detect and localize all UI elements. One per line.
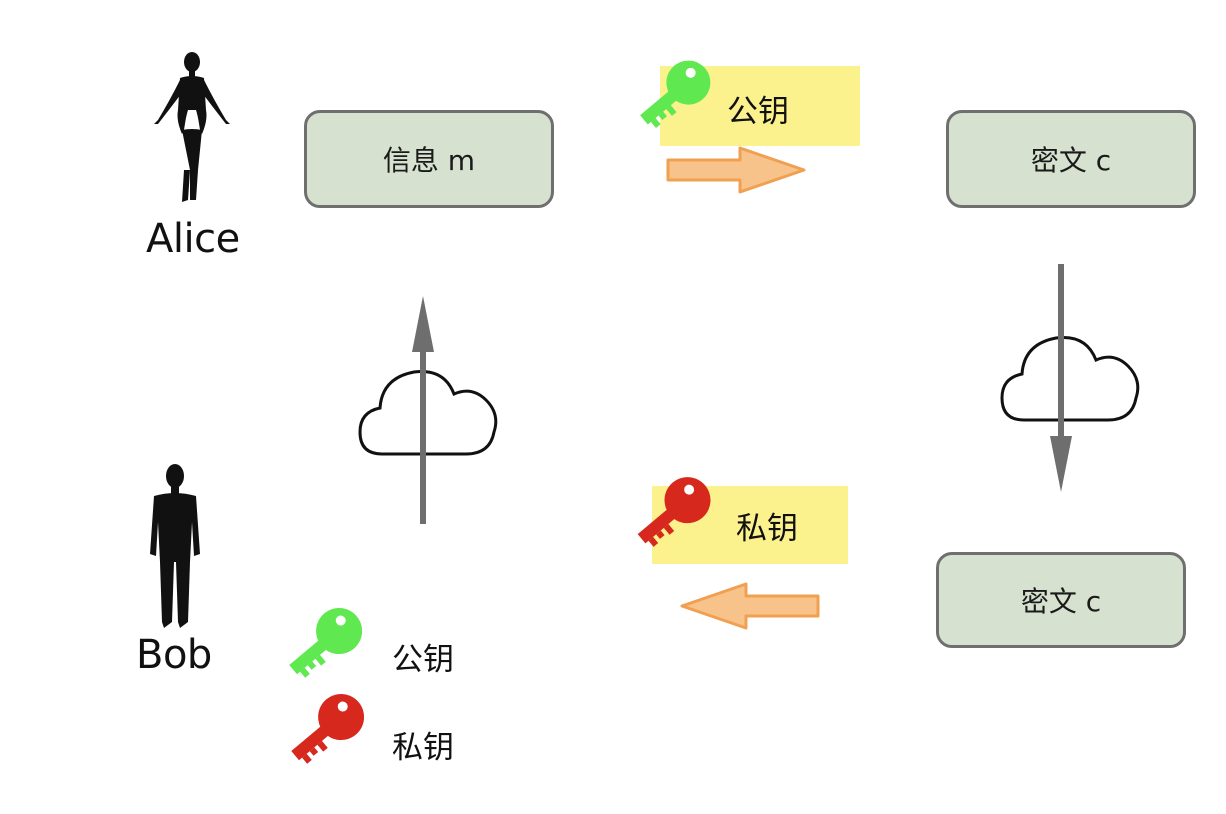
transmit-down-arrow <box>1050 264 1072 492</box>
alice-name: Alice <box>146 216 240 262</box>
public-key-icon <box>640 60 711 129</box>
ciphertext-top-label: 密文 c <box>1030 144 1112 177</box>
ciphertext-box-bottom: 密文 c <box>936 552 1186 648</box>
encrypt-arrow <box>666 146 806 194</box>
legend-private-key-icon <box>291 694 365 764</box>
private-key-icon <box>637 477 711 547</box>
ciphertext-bottom-label: 密文 c <box>1020 585 1102 618</box>
message-box: 信息 m <box>304 110 554 208</box>
legend-public-key-icon <box>289 608 363 678</box>
decrypt-arrow <box>680 582 820 630</box>
bob-name: Bob <box>136 632 212 678</box>
legend-private-key-label: 私钥 <box>392 730 454 766</box>
alice-silhouette-icon <box>154 52 230 202</box>
legend-public-key-label: 公钥 <box>392 642 454 678</box>
cloud-icon-left <box>358 369 498 456</box>
private-key-label: 私钥 <box>736 511 798 547</box>
message-box-label: 信息 m <box>382 144 476 177</box>
bob-silhouette-icon <box>150 464 200 628</box>
transmit-up-arrow <box>412 296 434 524</box>
ciphertext-box-top: 密文 c <box>946 110 1196 208</box>
cloud-icon-right <box>1000 335 1140 422</box>
public-key-label: 公钥 <box>727 94 789 130</box>
